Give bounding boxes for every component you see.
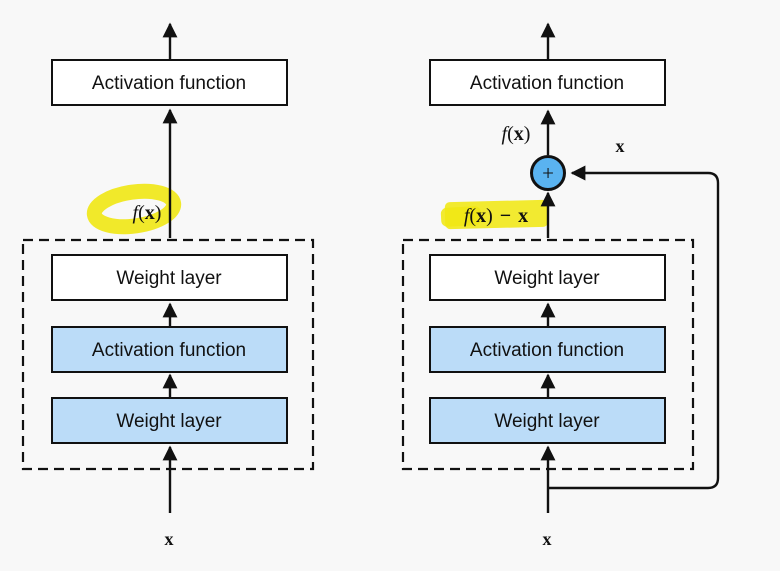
plain-activation-label: Activation function [92, 340, 246, 361]
residual-output-activation-box [429, 59, 666, 106]
residual-skip-x-label: x [616, 136, 625, 156]
residual-skip-connection [548, 165, 720, 490]
residual-weight-layer-1-box [429, 397, 666, 444]
residual-weight-layer-2-label: Weight layer [494, 268, 600, 289]
plain-block-panel: Activation function Weight layer Activat… [21, 22, 315, 549]
highlighter-rect-annotation-tail [440, 206, 482, 227]
residual-sum-plus-sign: + [542, 161, 554, 185]
plain-input-x-label: x [165, 529, 174, 549]
plain-fx-label: f(x) [133, 202, 162, 224]
plain-output-activation-label: Activation function [92, 73, 246, 94]
plain-block-dashed-container [21, 238, 315, 471]
residual-output-activation-label: Activation function [470, 73, 624, 94]
residual-fx-minus-x-label: f(x)−x [464, 205, 528, 227]
plain-activation-box [51, 326, 288, 373]
highlighter-ellipse-annotation [86, 183, 182, 235]
residual-block-panel: Activation function Weight layer Activat… [401, 22, 720, 549]
residual-weight-layer-2-box [429, 254, 666, 301]
residual-sum-node [530, 155, 566, 191]
residual-activation-box [429, 326, 666, 373]
plain-weight-layer-1-box [51, 397, 288, 444]
plain-weight-layer-1-label: Weight layer [116, 411, 222, 432]
residual-weight-layer-1-label: Weight layer [494, 411, 600, 432]
residual-input-x-label: x [543, 529, 552, 549]
plain-weight-layer-2-box [51, 254, 288, 301]
residual-fx-label: f(x) [502, 123, 531, 145]
plain-weight-layer-2-label: Weight layer [116, 268, 222, 289]
plain-output-activation-box [51, 59, 288, 106]
residual-activation-label: Activation function [470, 340, 624, 361]
